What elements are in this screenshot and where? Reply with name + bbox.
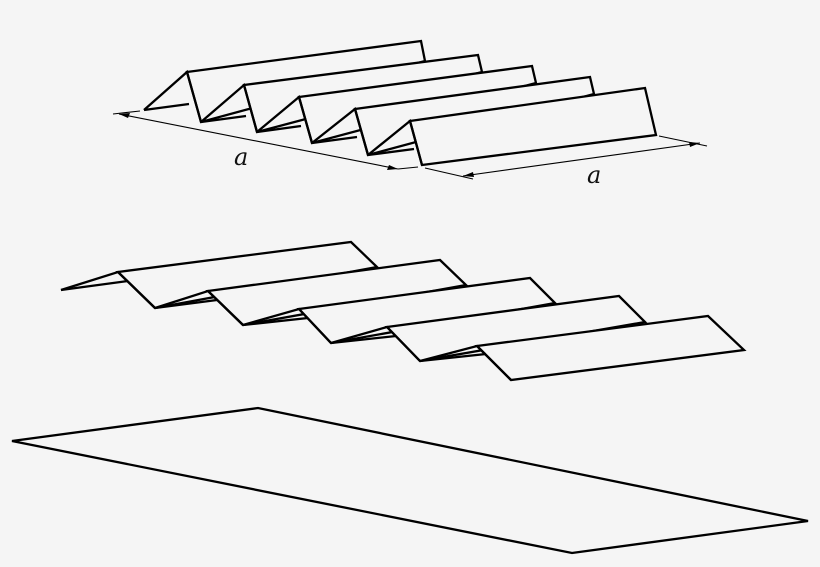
fold-3: [242, 276, 558, 345]
stage-folded-prism: a a: [112, 39, 708, 189]
dim-label-length: a: [587, 161, 601, 189]
dimension-depth: a: [112, 110, 419, 171]
ridge-5: [367, 86, 658, 167]
flat-sheet: [11, 406, 809, 555]
fold-1: [60, 240, 380, 310]
fold-4: [330, 294, 648, 363]
dimension-length: a: [424, 135, 708, 189]
stage-partially-folded: [60, 240, 747, 382]
fold-2: [154, 258, 469, 327]
dim-label-depth: a: [234, 143, 248, 171]
stage-flat-sheet: [11, 406, 809, 555]
fold-5: [419, 314, 747, 382]
